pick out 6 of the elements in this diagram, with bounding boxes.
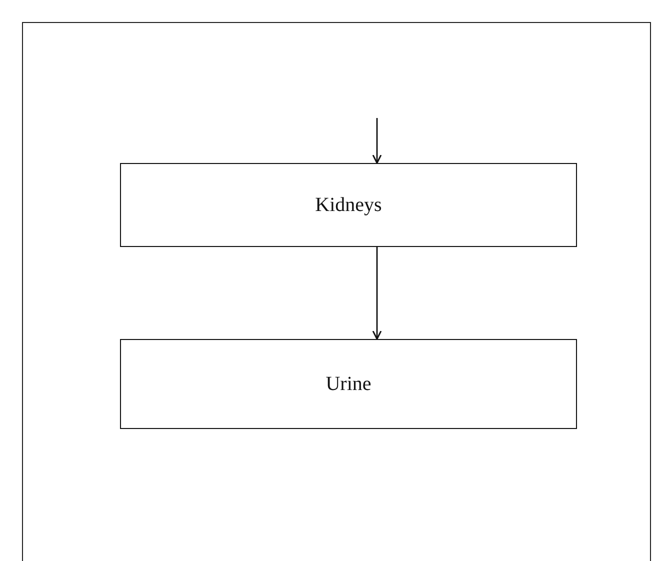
arrow: [372, 247, 382, 340]
process-box: [120, 163, 577, 247]
box-label: Urine: [326, 372, 372, 396]
process-box: [120, 339, 577, 429]
box-label: Kidneys: [315, 194, 382, 216]
arrow: [372, 118, 382, 164]
